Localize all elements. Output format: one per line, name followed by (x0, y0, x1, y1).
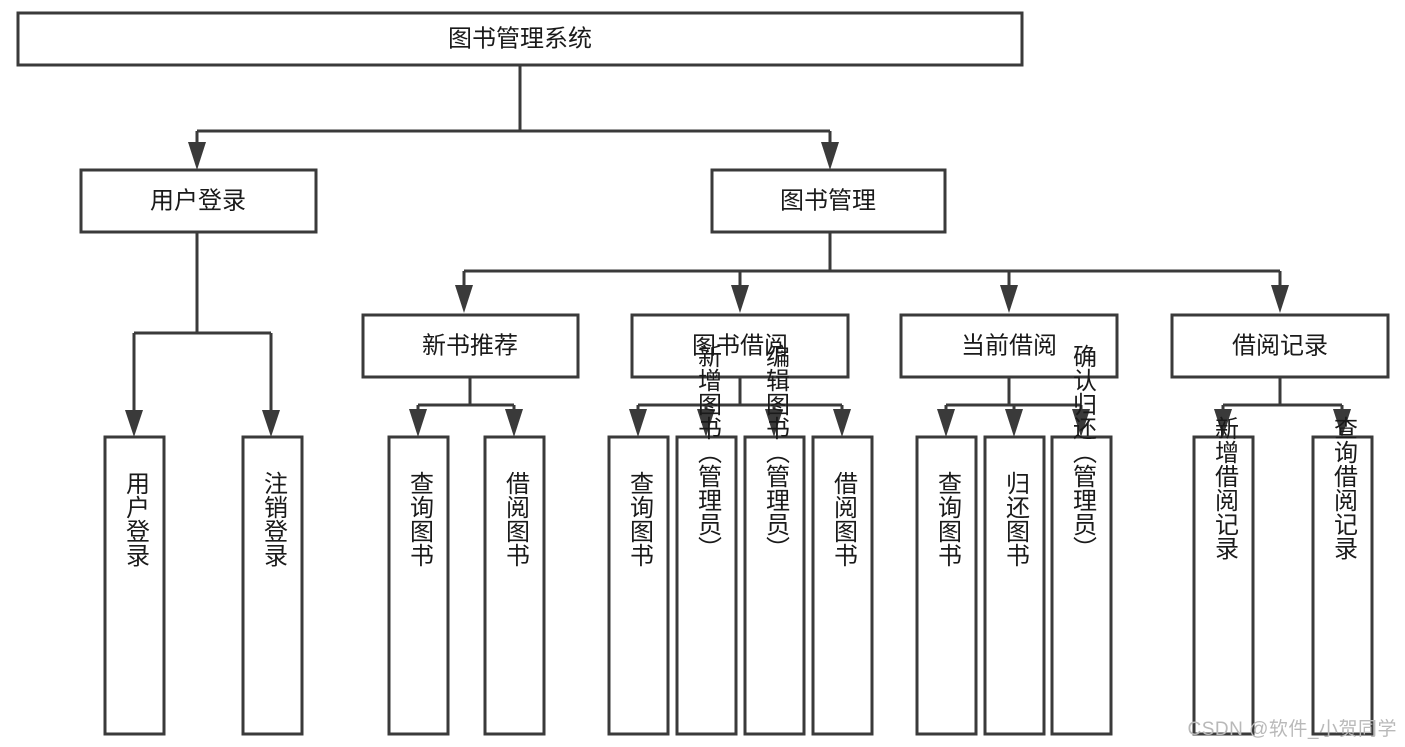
connector-group-user-login (125, 232, 280, 437)
node-book-borrow[interactable]: 图书借阅 (630, 313, 850, 379)
leaf-node-user-login-1-box[interactable] (103, 435, 166, 736)
leaf-node-nbr-2-label: 借阅图书 (502, 471, 530, 567)
leaf-node-bb-3[interactable]: 编辑图书（管理员） (743, 344, 806, 736)
leaf-node-bb-3-label: 编辑图书（管理员） (762, 344, 790, 560)
leaf-node-bb-2-box[interactable] (675, 435, 738, 736)
arrowhead-leaf-nbr-2 (505, 409, 523, 437)
leaf-node-br-1-label: 新增借阅记录 (1211, 416, 1239, 560)
leaf-node-cb-1-label: 查询图书 (934, 471, 962, 567)
leaf-node-br-2[interactable]: 查询借阅记录 (1311, 416, 1374, 736)
node-new-book-recommend-box[interactable] (361, 313, 580, 379)
node-book-borrow-box[interactable] (630, 313, 850, 379)
leaf-node-user-login-2-label: 注销登录 (260, 471, 288, 567)
leaf-node-cb-1[interactable]: 查询图书 (915, 435, 978, 736)
arrowhead-leaf-bb-3 (765, 409, 783, 437)
arrowhead-leaf-bb-4 (833, 409, 851, 437)
arrowhead-leaf-cb-3 (1072, 409, 1090, 437)
leaf-node-bb-2[interactable]: 新增图书（管理员） (675, 344, 738, 736)
node-root[interactable]: 图书管理系统 (16, 11, 1024, 67)
leaf-node-cb-3-label: 确认归还（管理员） (1069, 344, 1097, 560)
leaf-node-cb-2[interactable]: 归还图书 (983, 435, 1046, 736)
node-user-login[interactable]: 用户登录 (79, 168, 318, 234)
leaf-node-bb-4-box[interactable] (811, 435, 874, 736)
arrowhead-leaf-nbr-1 (409, 409, 427, 437)
node-book-manage[interactable]: 图书管理 (710, 168, 947, 234)
leaf-node-bb-3-box[interactable] (743, 435, 806, 736)
leaf-node-br-1-box[interactable] (1192, 435, 1255, 736)
leaf-node-cb-3[interactable]: 确认归还（管理员） (1050, 344, 1113, 736)
arrowhead-current-borrow (1000, 285, 1018, 313)
leaf-node-bb-4-label: 借阅图书 (830, 471, 858, 567)
leaf-node-user-login-2-box[interactable] (241, 435, 304, 736)
node-current-borrow-box[interactable] (899, 313, 1119, 379)
arrowhead-leaf-br-1 (1214, 409, 1232, 437)
arrowhead-leaf-cb-1 (937, 409, 955, 437)
node-new-book-recommend[interactable]: 新书推荐 (361, 313, 580, 379)
leaf-node-user-login-1[interactable]: 用户登录 (103, 435, 166, 736)
arrowhead-leaf-user-login-2 (262, 410, 280, 437)
leaf-node-br-2-box[interactable] (1311, 435, 1374, 736)
node-user-login-label: 用户登录 (150, 187, 246, 214)
node-current-borrow[interactable]: 当前借阅 (899, 313, 1119, 379)
node-current-borrow-label: 当前借阅 (961, 332, 1057, 359)
arrowhead-leaf-cb-2 (1005, 409, 1023, 437)
leaf-node-nbr-2[interactable]: 借阅图书 (483, 435, 546, 736)
leaf-node-cb-1-box[interactable] (915, 435, 978, 736)
leaf-node-bb-2-label: 新增图书（管理员） (694, 344, 722, 560)
leaf-node-cb-3-box[interactable] (1050, 435, 1113, 736)
leaf-node-user-login-2[interactable]: 注销登录 (241, 435, 304, 736)
leaf-node-bb-1-label: 查询图书 (626, 471, 654, 567)
arrowhead-leaf-user-login-1 (125, 410, 143, 437)
leaf-node-br-2-label: 查询借阅记录 (1330, 416, 1358, 560)
node-borrow-record[interactable]: 借阅记录 (1170, 313, 1390, 379)
connector-group-book-borrow (629, 377, 851, 437)
node-borrow-record-box[interactable] (1170, 313, 1390, 379)
node-user-login-box[interactable] (79, 168, 318, 234)
node-book-manage-box[interactable] (710, 168, 947, 234)
leaf-node-cb-2-box[interactable] (983, 435, 1046, 736)
arrowhead-user-login (188, 142, 206, 170)
connector-group-new-book-recommend (409, 377, 523, 437)
leaf-node-br-1[interactable]: 新增借阅记录 (1192, 416, 1255, 736)
leaf-node-bb-4[interactable]: 借阅图书 (811, 435, 874, 736)
connector-group-root (188, 65, 839, 170)
arrowhead-book-borrow (731, 285, 749, 313)
node-new-book-recommend-label: 新书推荐 (422, 332, 518, 359)
arrowhead-new-book-recommend (455, 285, 473, 313)
leaf-node-nbr-1[interactable]: 查询图书 (387, 435, 450, 736)
node-root-box[interactable] (16, 11, 1024, 67)
arrowhead-leaf-bb-2 (697, 409, 715, 437)
leaf-node-nbr-2-box[interactable] (483, 435, 546, 736)
node-root-label: 图书管理系统 (448, 25, 592, 52)
leaf-node-user-login-1-label: 用户登录 (122, 471, 150, 567)
connector-group-book-manage (455, 232, 1289, 313)
node-book-manage-label: 图书管理 (780, 187, 876, 214)
leaf-node-bb-1[interactable]: 查询图书 (607, 435, 670, 736)
node-borrow-record-label: 借阅记录 (1232, 332, 1328, 359)
arrowhead-borrow-record (1271, 285, 1289, 313)
arrowhead-leaf-br-2 (1333, 409, 1351, 437)
arrowhead-book-manage (821, 142, 839, 170)
arrowhead-leaf-bb-1 (629, 409, 647, 437)
leaf-node-cb-2-label: 归还图书 (1002, 471, 1030, 567)
leaf-node-nbr-1-box[interactable] (387, 435, 450, 736)
leaf-node-bb-1-box[interactable] (607, 435, 670, 736)
node-book-borrow-label: 图书借阅 (692, 332, 788, 359)
connector-group-borrow-record (1214, 377, 1351, 437)
connector-group-current-borrow (937, 377, 1090, 437)
leaf-node-nbr-1-label: 查询图书 (406, 471, 434, 567)
